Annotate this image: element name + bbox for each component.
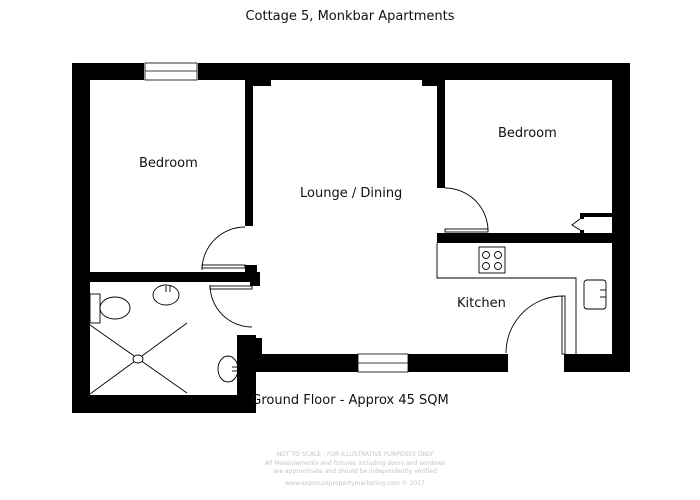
kitchen-counter xyxy=(436,243,577,354)
disclaimer: NOT TO SCALE - FOR ILLUSTRATIVE PURPOSES… xyxy=(250,451,460,488)
basin-icon xyxy=(217,355,239,383)
walls xyxy=(72,63,630,413)
floor-area-label: Ground Floor - Approx 45 SQM xyxy=(251,393,449,408)
disclaimer-line: are approximate and should be independen… xyxy=(273,468,437,475)
disclaimer-line: All Measurements and fixtures including … xyxy=(264,459,446,467)
hob-icon xyxy=(478,246,506,274)
disclaimer-line: NOT TO SCALE - FOR ILLUSTRATIVE PURPOSES… xyxy=(276,451,434,458)
bathroom-fixtures xyxy=(89,284,239,395)
windows xyxy=(144,62,409,373)
toilet-icon xyxy=(89,293,131,324)
shower-tray-icon xyxy=(89,322,188,395)
room-label-bedroom-2: Bedroom xyxy=(498,126,557,141)
plan-title: Cottage 5, Monkbar Apartments xyxy=(245,9,455,24)
doors xyxy=(201,187,581,355)
room-label-kitchen: Kitchen xyxy=(457,296,506,311)
basin-icon xyxy=(152,284,180,306)
disclaimer-link: www.exposurepropertymarketing.com © 2017 xyxy=(285,479,425,487)
room-label-lounge-dining: Lounge / Dining xyxy=(300,186,403,201)
sink-icon xyxy=(583,279,607,310)
room-label-bedroom-1: Bedroom xyxy=(139,156,198,171)
